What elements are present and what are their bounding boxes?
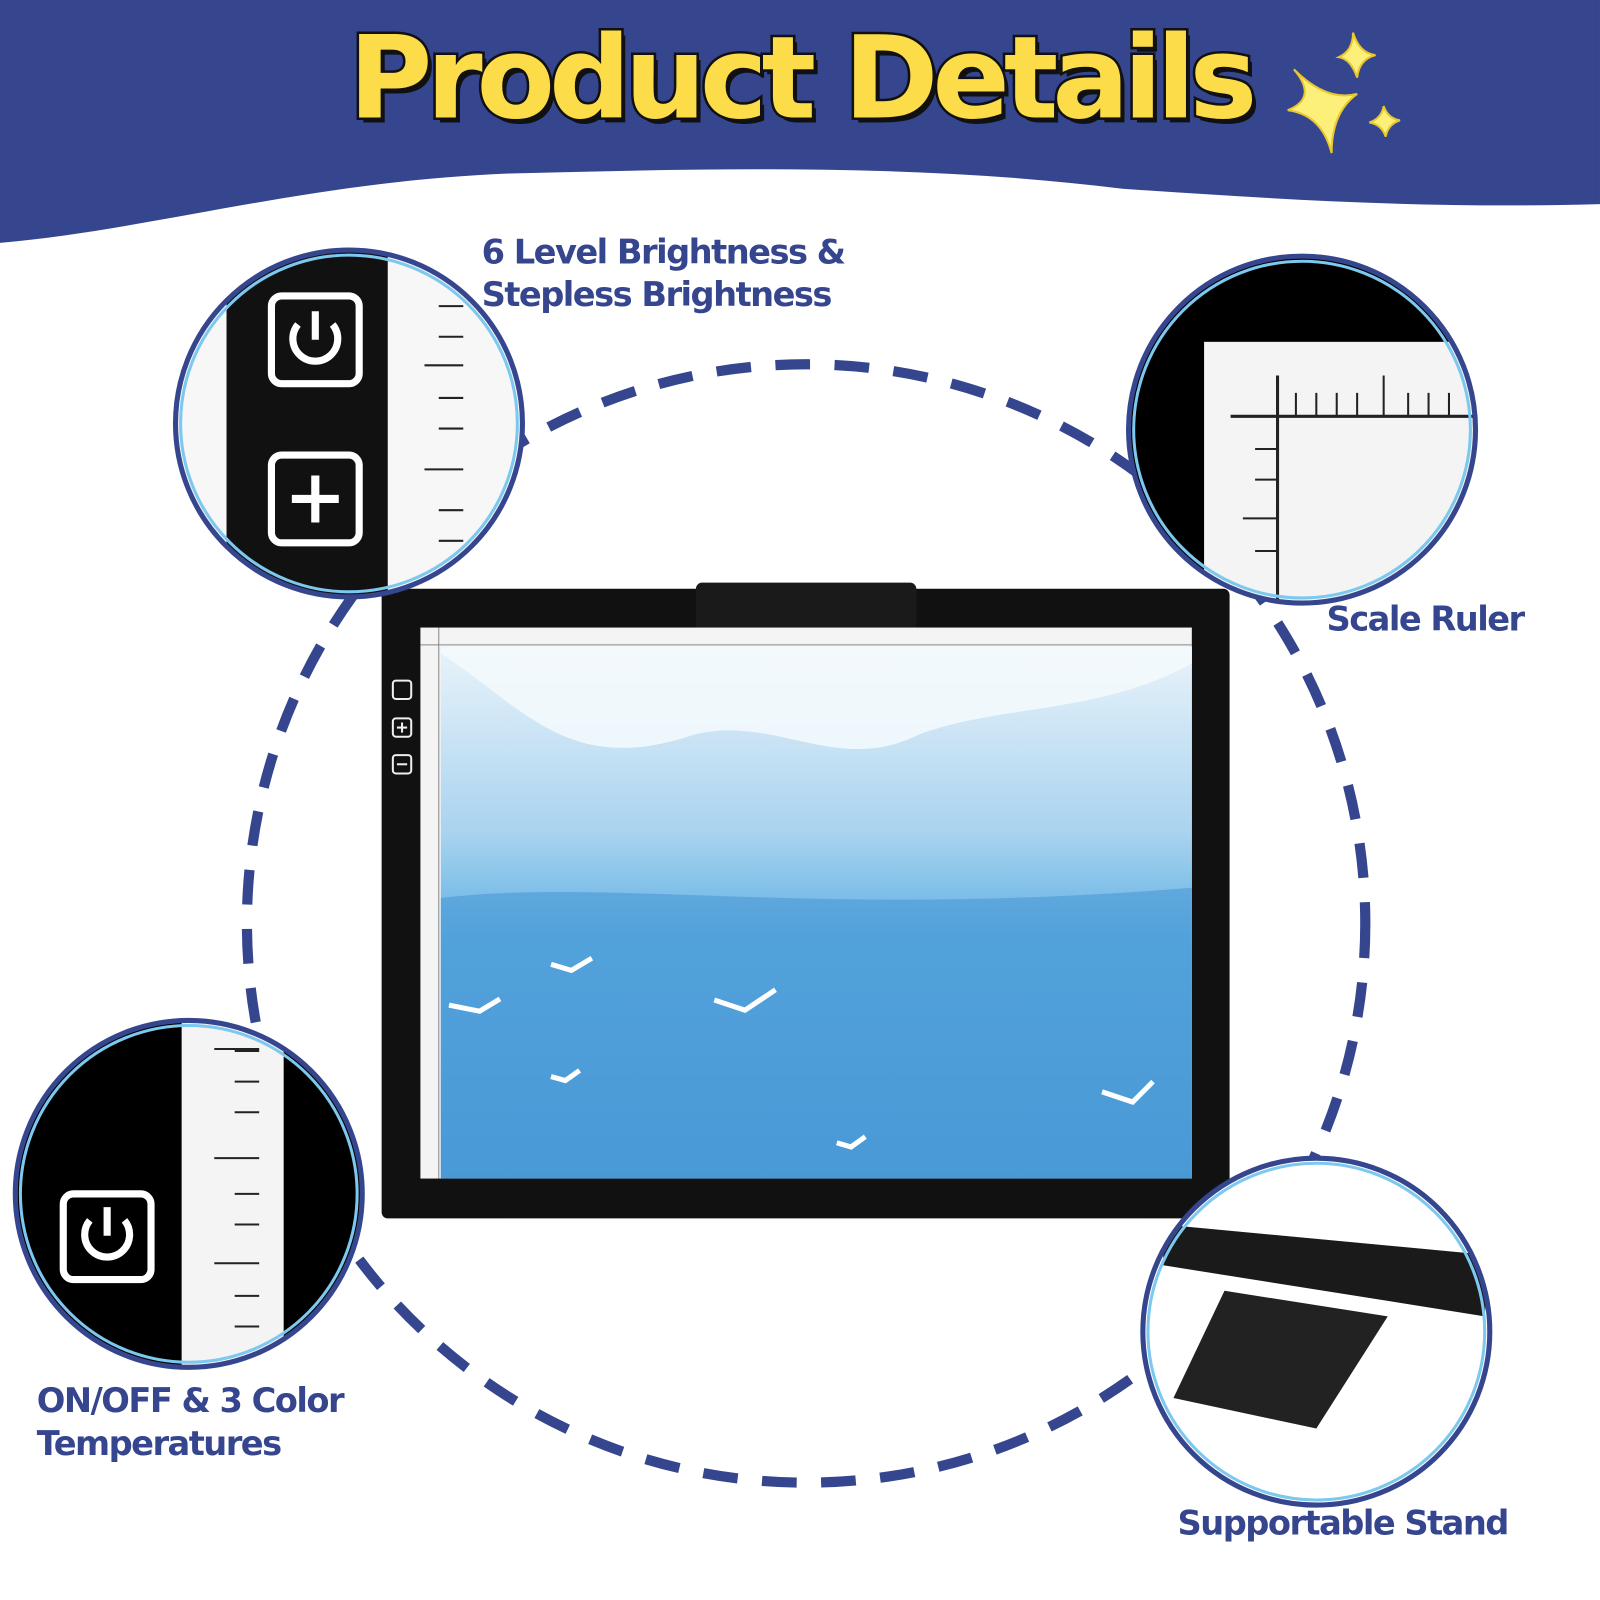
page-title: Product Details xyxy=(346,10,1260,148)
label-line: Stepless Brightness xyxy=(481,274,833,315)
minus-icon xyxy=(391,754,413,775)
callout-label-onoff: ON/OFF & 3 Color Temperatures xyxy=(36,1380,345,1466)
dashed-ring xyxy=(241,359,1371,1488)
callout-stand xyxy=(1142,1158,1490,1506)
plus-icon xyxy=(267,451,363,547)
power-icon xyxy=(59,1190,155,1284)
callout-onoff xyxy=(15,1020,363,1368)
header-band xyxy=(0,0,1600,243)
label-line: Temperatures xyxy=(36,1423,282,1464)
power-icon xyxy=(267,292,363,388)
callout-label-scale-ruler: Scale Ruler xyxy=(1326,598,1526,639)
label-line: 6 Level Brightness & xyxy=(481,231,846,272)
callout-label-brightness: 6 Level Brightness & Stepless Brightness xyxy=(481,231,846,317)
callout-label-stand: Supportable Stand xyxy=(1177,1503,1510,1543)
pad-buttons xyxy=(391,679,413,775)
power-icon xyxy=(391,679,413,700)
callout-brightness xyxy=(175,249,523,597)
light-pad xyxy=(381,582,1230,1219)
sparkle-icon xyxy=(1287,32,1401,154)
label-line: ON/OFF & 3 Color xyxy=(36,1380,345,1421)
plus-icon xyxy=(391,717,413,738)
